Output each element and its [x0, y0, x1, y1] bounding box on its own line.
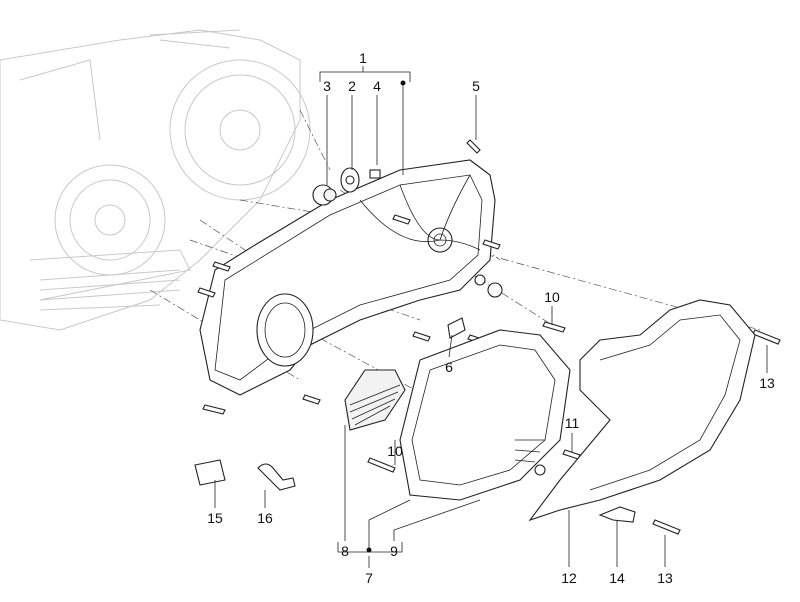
clip-14: [598, 506, 636, 523]
callout-5: 5: [472, 78, 480, 94]
callout-11: 11: [564, 415, 580, 431]
callout-13-bottom: 13: [657, 570, 673, 586]
callout-2: 2: [348, 78, 356, 94]
crankcase-cover: [199, 159, 496, 396]
outer-panel: [528, 299, 756, 522]
clip-16: [257, 463, 296, 491]
callout-7: 7: [365, 570, 373, 586]
bolts: [197, 139, 781, 535]
callout-15: 15: [207, 510, 223, 526]
callout-14: 14: [609, 570, 625, 586]
leader-lines: [214, 66, 768, 568]
outer-cover: [399, 329, 571, 501]
callout-10-upper: 10: [544, 289, 560, 305]
callout-16: 16: [257, 510, 273, 526]
callout-13-right: 13: [759, 375, 775, 391]
plate-part-6: [447, 317, 466, 339]
filter-grille: [344, 369, 406, 431]
callout-4: 4: [373, 78, 381, 94]
small-parts: [312, 167, 503, 298]
callout-12: 12: [561, 570, 577, 586]
callout-1: 1: [359, 50, 367, 66]
clip-15: [194, 459, 226, 486]
callout-6: 6: [445, 359, 453, 375]
callout-8: 8: [341, 543, 349, 559]
callout-3: 3: [323, 78, 331, 94]
callout-9: 9: [390, 543, 398, 559]
callout-10-lower: 10: [387, 443, 403, 459]
